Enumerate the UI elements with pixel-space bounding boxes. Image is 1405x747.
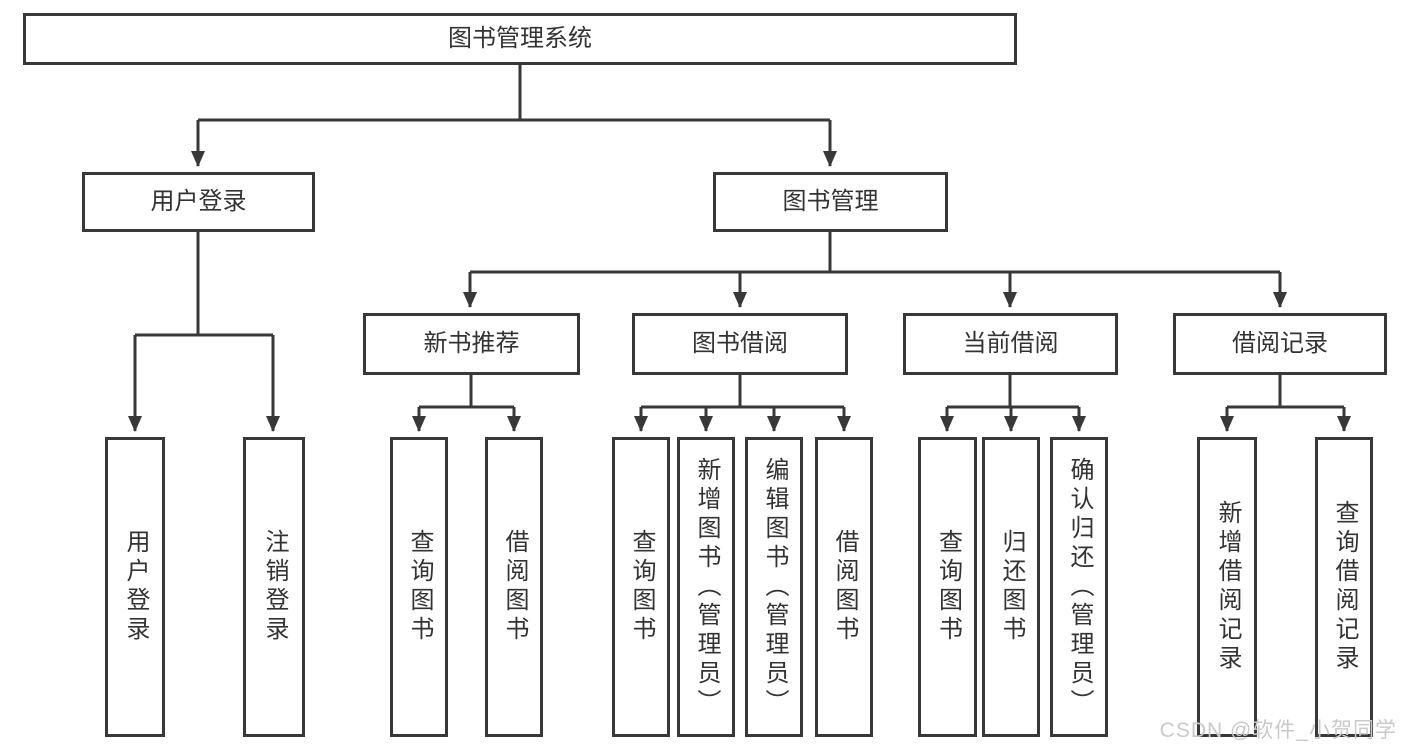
leaf-borrow-book: 借阅图书 <box>815 437 873 737</box>
leaf-query-book-recommend: 查询图书 <box>390 437 448 737</box>
node-book-management: 图书管理 <box>713 172 948 232</box>
leaf-add-borrow-record: 新增借阅记录 <box>1197 437 1257 737</box>
node-user-login: 用户登录 <box>82 172 315 232</box>
node-book-borrow: 图书借阅 <box>632 313 848 375</box>
leaf-add-book-admin: 新增图书（管理员） <box>677 437 735 737</box>
leaf-return-book: 归还图书 <box>982 437 1040 737</box>
leaf-query-borrow-record: 查询借阅记录 <box>1315 437 1373 737</box>
leaf-user-login: 用户登录 <box>105 437 165 737</box>
leaf-query-book-borrow: 查询图书 <box>612 437 670 737</box>
node-new-book-recommend: 新书推荐 <box>363 313 580 375</box>
leaf-confirm-return-admin: 确认归还（管理员） <box>1050 437 1108 737</box>
leaf-edit-book-admin: 编辑图书（管理员） <box>745 437 803 737</box>
leaf-borrow-book-recommend: 借阅图书 <box>485 437 543 737</box>
leaf-query-book-current: 查询图书 <box>918 437 977 737</box>
node-current-borrow: 当前借阅 <box>903 313 1118 375</box>
leaf-logout-login: 注销登录 <box>243 437 305 737</box>
csdn-watermark: CSDN @软件_小贺同学 <box>1159 719 1397 742</box>
node-root-system: 图书管理系统 <box>23 13 1017 65</box>
node-borrow-record: 借阅记录 <box>1173 313 1387 375</box>
